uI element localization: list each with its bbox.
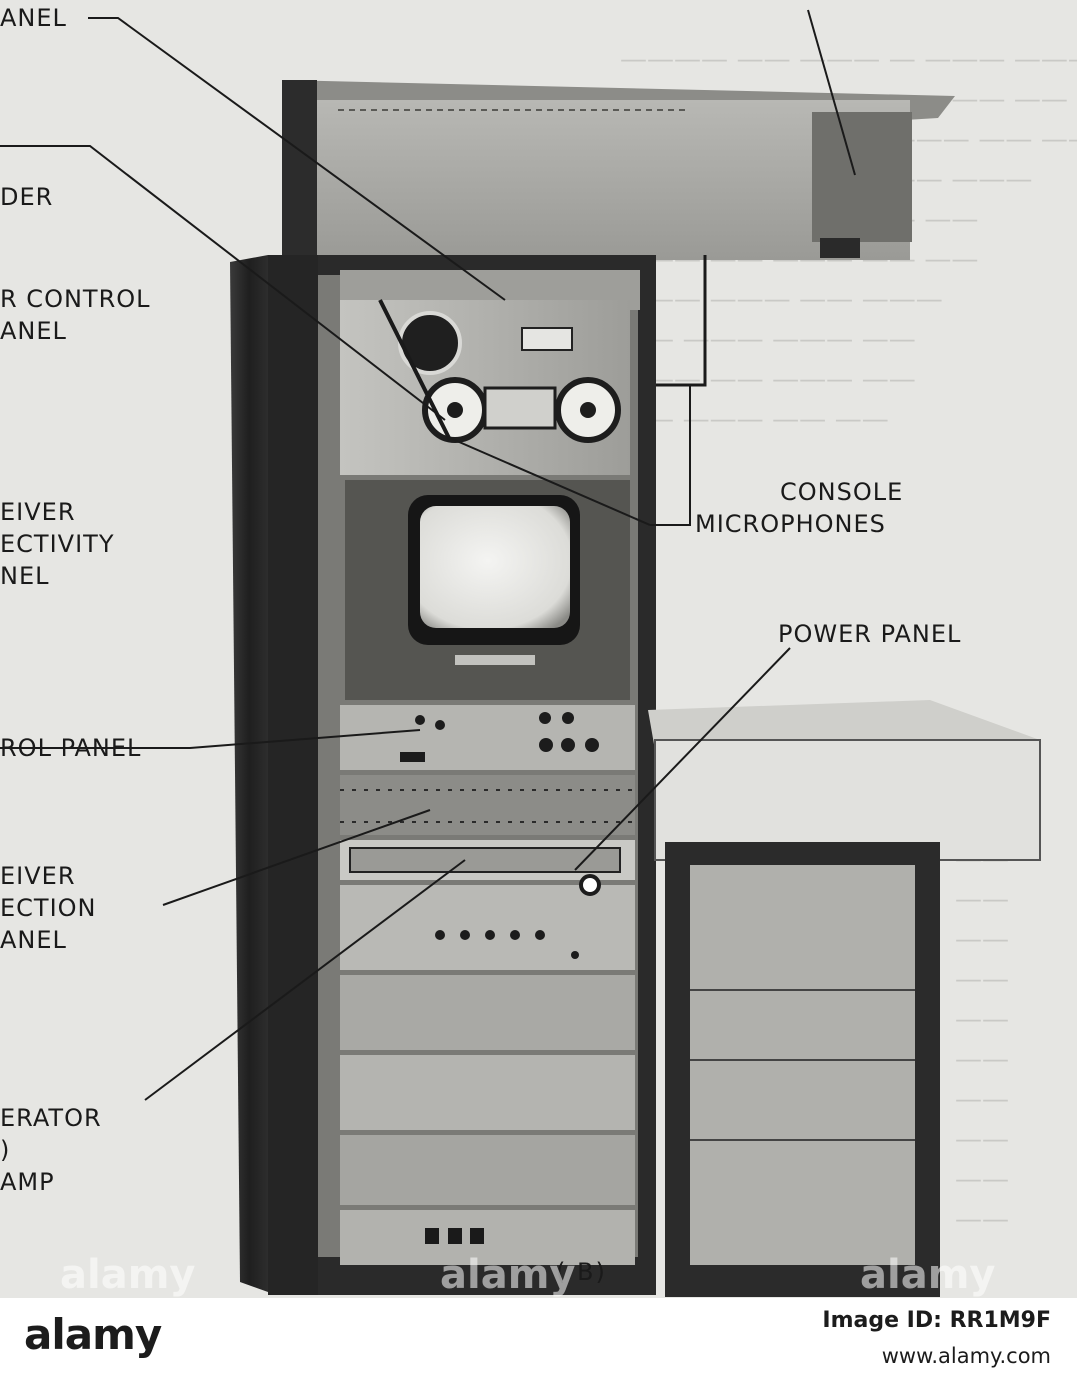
scanned-figure: ———— —— ——— — ——— ——— —— ——— —— ——— ——— … — [0, 0, 1077, 1298]
label-receiver-selection-line3: ANEL — [0, 926, 67, 954]
label-console-microphones-line2: MICROPHONES — [695, 510, 886, 538]
label-generator-line3: AMP — [0, 1168, 55, 1196]
watermark: alamy — [60, 1252, 196, 1298]
label-power-panel: POWER PANEL — [778, 620, 962, 648]
label-receiver-selection-line1: EIVER — [0, 862, 76, 890]
label-receiver-selectivity-line1: EIVER — [0, 498, 76, 526]
watermark: alamy — [860, 1252, 996, 1298]
label-recorder-control-line2: ANEL — [0, 317, 67, 345]
label-generator-line2: ) — [0, 1136, 11, 1164]
label-top-panel: ANEL — [0, 4, 67, 32]
label-recorder-control-line1: R CONTROL — [0, 285, 151, 313]
watermark: alamy — [440, 1252, 576, 1298]
side-desk — [648, 700, 1041, 1297]
figure-caption: ( B) — [556, 1258, 607, 1286]
label-console-microphones-line1: CONSOLE — [780, 478, 904, 506]
label-generator-line1: ERATOR — [0, 1104, 102, 1132]
label-receiver-selectivity-line2: ECTIVITY — [0, 530, 115, 558]
site-url: www.alamy.com — [881, 1344, 1051, 1368]
overhead-boom — [282, 80, 955, 387]
main-cabinet — [230, 255, 656, 1295]
label-receiver-selectivity-line3: NEL — [0, 562, 50, 590]
callout-leaders — [0, 9, 856, 1101]
label-receiver-selection-line2: ECTION — [0, 894, 97, 922]
image-id: Image ID: RR1M9F — [822, 1308, 1051, 1333]
label-recorder: DER — [0, 183, 54, 211]
stock-banner: alamy Image ID: RR1M9F www.alamy.com — [0, 1298, 1077, 1390]
equipment-illustration — [0, 9, 1041, 1297]
brand-logo: alamy — [24, 1310, 162, 1359]
label-control-panel: ROL PANEL — [0, 734, 142, 762]
